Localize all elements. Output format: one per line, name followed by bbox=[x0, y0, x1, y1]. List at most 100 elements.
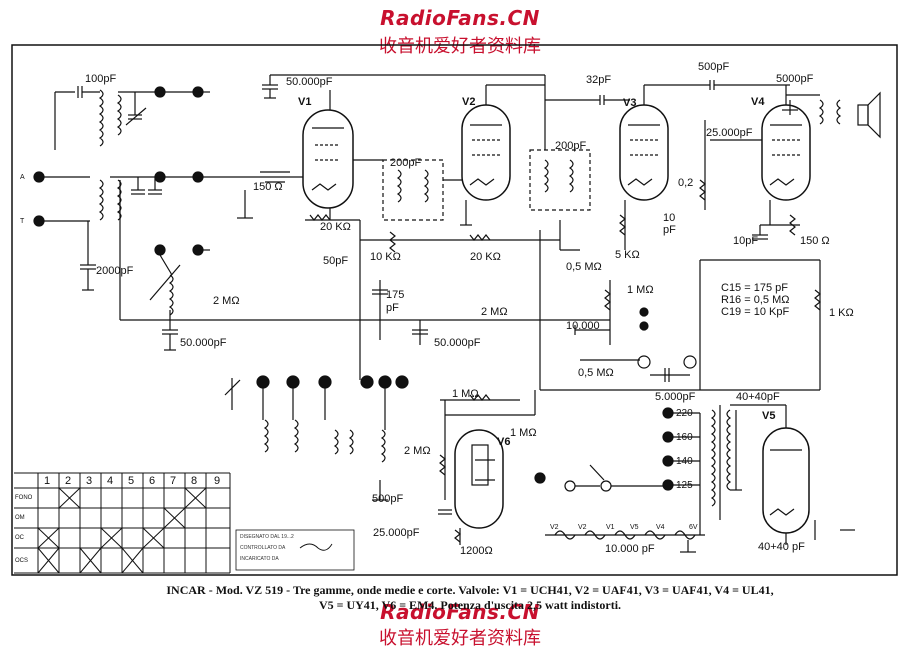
value-r18: 1 KΩ bbox=[829, 307, 854, 319]
heater-v2a: V2 bbox=[550, 524, 559, 531]
table-row-fono: FONO bbox=[15, 495, 33, 501]
value-c23b: 40+40pF bbox=[736, 391, 780, 403]
value-r5: 20 KΩ bbox=[470, 251, 501, 263]
value-c23: 5.000pF bbox=[655, 391, 696, 403]
watermark-url-bottom: RadioFans.CN bbox=[380, 600, 540, 624]
value-c16: 10.000 bbox=[566, 320, 600, 332]
value-r10: 1 MΩ bbox=[510, 427, 537, 439]
heater-v1: V1 bbox=[606, 524, 615, 531]
if-transformer-2 bbox=[529, 75, 630, 211]
note-c19: C19 = 10 KpF bbox=[721, 306, 790, 318]
heater-v2b: V2 bbox=[578, 524, 587, 531]
signature-l2: CONTROLLATO DA bbox=[240, 545, 286, 551]
value-c17: 500pF bbox=[698, 61, 730, 73]
label-v5: V5 bbox=[762, 410, 776, 422]
table-row-om: OM bbox=[15, 515, 25, 521]
heater-6v: 6V bbox=[689, 524, 698, 531]
note-r16: R16 = 0,5 MΩ bbox=[721, 294, 790, 306]
table-col-8: 8 bbox=[191, 475, 198, 487]
value-r17: 150 Ω bbox=[800, 235, 830, 247]
frame-border bbox=[11, 44, 898, 576]
input-section bbox=[33, 86, 360, 351]
watermark-cn-bottom: 收音机爱好者资料库 bbox=[379, 628, 541, 649]
label-v4: V4 bbox=[751, 96, 765, 108]
terminal-a: A bbox=[20, 174, 25, 181]
value-c24: 10.000 pF bbox=[605, 543, 655, 555]
value-c7: 500pF bbox=[372, 493, 404, 505]
value-c1: 100pF bbox=[85, 73, 117, 85]
signature-box bbox=[235, 529, 355, 571]
label-v3: V3 bbox=[623, 97, 637, 109]
table-row-ocs: OCS bbox=[15, 558, 29, 564]
value-c11: 50.000pF bbox=[434, 337, 481, 349]
tap-220: 220 bbox=[676, 408, 693, 419]
caption-line-1: INCAR - Mod. VZ 519 - Tre gamme, onde me… bbox=[166, 583, 774, 597]
v1-tube bbox=[237, 74, 545, 221]
signature-l1: DISEGNATO DAL 19...2 bbox=[240, 534, 294, 540]
value-r14: 0,5 MΩ bbox=[578, 367, 614, 379]
value-c14: 200pF bbox=[555, 140, 587, 152]
avc-network bbox=[359, 220, 697, 390]
value-c6: 50pF bbox=[323, 255, 349, 267]
table-col-3: 3 bbox=[86, 475, 93, 487]
label-v1: V1 bbox=[298, 96, 312, 108]
output-stage bbox=[782, 91, 881, 139]
if-transformer-1 bbox=[353, 159, 463, 221]
value-r6: 2 MΩ bbox=[481, 306, 508, 318]
b-plus-line bbox=[540, 259, 821, 391]
power-switch bbox=[534, 464, 665, 492]
value-c4: 175 bbox=[386, 289, 405, 301]
value-c9: 200pF bbox=[390, 157, 422, 169]
label-v2: V2 bbox=[462, 96, 476, 108]
label-v6: V6 bbox=[497, 436, 511, 448]
value-r8: 1 MΩ bbox=[452, 388, 479, 400]
value-c2: 2000pF bbox=[96, 265, 134, 277]
table-col-9: 9 bbox=[214, 475, 221, 487]
mains-transformer bbox=[662, 405, 742, 535]
value-r4: 10 KΩ bbox=[370, 251, 401, 263]
tap-125: 125 bbox=[676, 480, 693, 491]
table-col-5: 5 bbox=[128, 475, 135, 487]
watermark-cn-top: 收音机爱好者资料库 bbox=[379, 36, 541, 57]
v2-tube bbox=[430, 84, 560, 241]
value-r15: 0,2 bbox=[678, 177, 694, 189]
value-c13: 32pF bbox=[586, 74, 612, 86]
value-c20-unit: pF bbox=[663, 224, 676, 236]
value-c8: 25.000pF bbox=[373, 527, 420, 539]
value-r1: 150 Ω bbox=[253, 181, 283, 193]
tap-140: 140 bbox=[676, 456, 693, 467]
terminal-t: T bbox=[20, 218, 25, 225]
value-c18: 25.000pF bbox=[706, 127, 753, 139]
heater-chain bbox=[545, 530, 705, 553]
table-col-6: 6 bbox=[149, 475, 156, 487]
signature-l3: INCARICATO DA bbox=[240, 556, 279, 562]
value-c5: 50.000pF bbox=[286, 76, 333, 88]
table-col-1: 1 bbox=[44, 475, 51, 487]
value-c3: 50.000pF bbox=[180, 337, 227, 349]
value-c20: 10 bbox=[663, 212, 676, 224]
switch-table-grid bbox=[14, 472, 231, 574]
value-r7: 2 MΩ bbox=[404, 445, 431, 457]
value-c22: 5000pF bbox=[776, 73, 814, 85]
table-col-7: 7 bbox=[170, 475, 177, 487]
value-c21: 10pF bbox=[733, 235, 759, 247]
value-c25: 40+40 pF bbox=[758, 541, 805, 553]
note-c15: C15 = 175 pF bbox=[721, 282, 788, 294]
value-r2: 20 KΩ bbox=[320, 221, 351, 233]
table-col-2: 2 bbox=[65, 475, 72, 487]
range-switch bbox=[256, 375, 409, 389]
v5-tube bbox=[730, 404, 855, 545]
tap-160: 160 bbox=[676, 432, 693, 443]
value-r11: 0,5 MΩ bbox=[566, 261, 602, 273]
heater-v5: V5 bbox=[630, 524, 639, 531]
value-r9: 1200Ω bbox=[460, 545, 493, 557]
v4-tube bbox=[699, 85, 811, 240]
table-col-4: 4 bbox=[107, 475, 114, 487]
v6-tube bbox=[438, 390, 536, 545]
value-r3: 2 MΩ bbox=[213, 295, 240, 307]
value-r13: 1 MΩ bbox=[627, 284, 654, 296]
value-c4-unit: pF bbox=[386, 302, 399, 314]
watermark-url-top: RadioFans.CN bbox=[380, 6, 540, 30]
signature-scribble bbox=[299, 543, 333, 551]
